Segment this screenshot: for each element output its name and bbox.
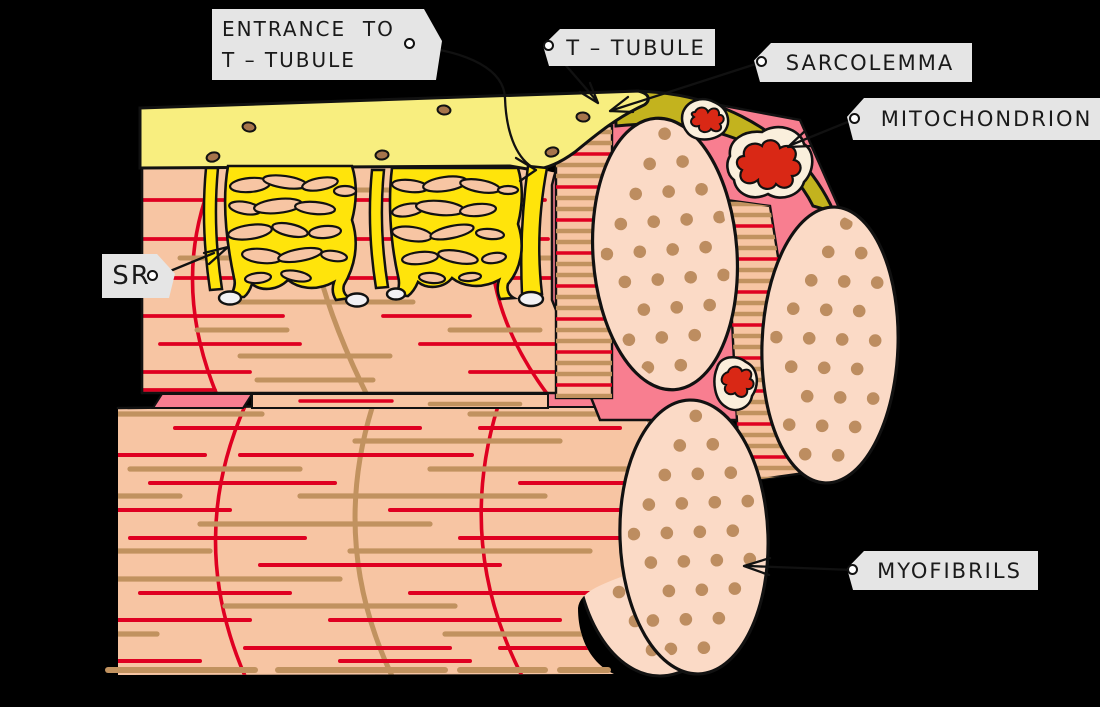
label-text: ENTRANCE TO T – TUBULE	[222, 14, 395, 76]
label-line: ENTRANCE TO	[222, 16, 395, 41]
label-connector-dot	[847, 564, 858, 575]
label-text: MYOFIBRILS	[877, 558, 1022, 583]
label-entrance-to-t-tubule: ENTRANCE TO T – TUBULE	[212, 9, 442, 80]
label-line: T – TUBULE	[222, 47, 356, 72]
label-text: SARCOLEMMA	[785, 50, 955, 75]
myofibril-cross-section	[618, 398, 770, 676]
label-connector-dot	[849, 113, 860, 124]
label-mitochondrion: MITOCHONDRION	[847, 98, 1100, 140]
label-connector-dot	[543, 40, 554, 51]
myofibril-cross-section	[590, 116, 740, 392]
label-text: MITOCHONDRION	[880, 107, 1093, 131]
label-connector-dot	[756, 56, 767, 67]
label-text: T – TUBULE	[566, 35, 706, 60]
label-sarcolemma: SARCOLEMMA	[754, 43, 972, 82]
label-connector-dot	[404, 38, 415, 49]
sr-network	[202, 164, 549, 308]
label-t-tubule: T – TUBULE	[543, 29, 715, 66]
label-myofibrils: MYOFIBRILS	[847, 551, 1038, 590]
label-sr: SR	[102, 254, 175, 298]
myofibril-cross-section	[760, 205, 900, 485]
label-text: SR	[112, 261, 151, 291]
label-connector-dot	[147, 270, 158, 281]
